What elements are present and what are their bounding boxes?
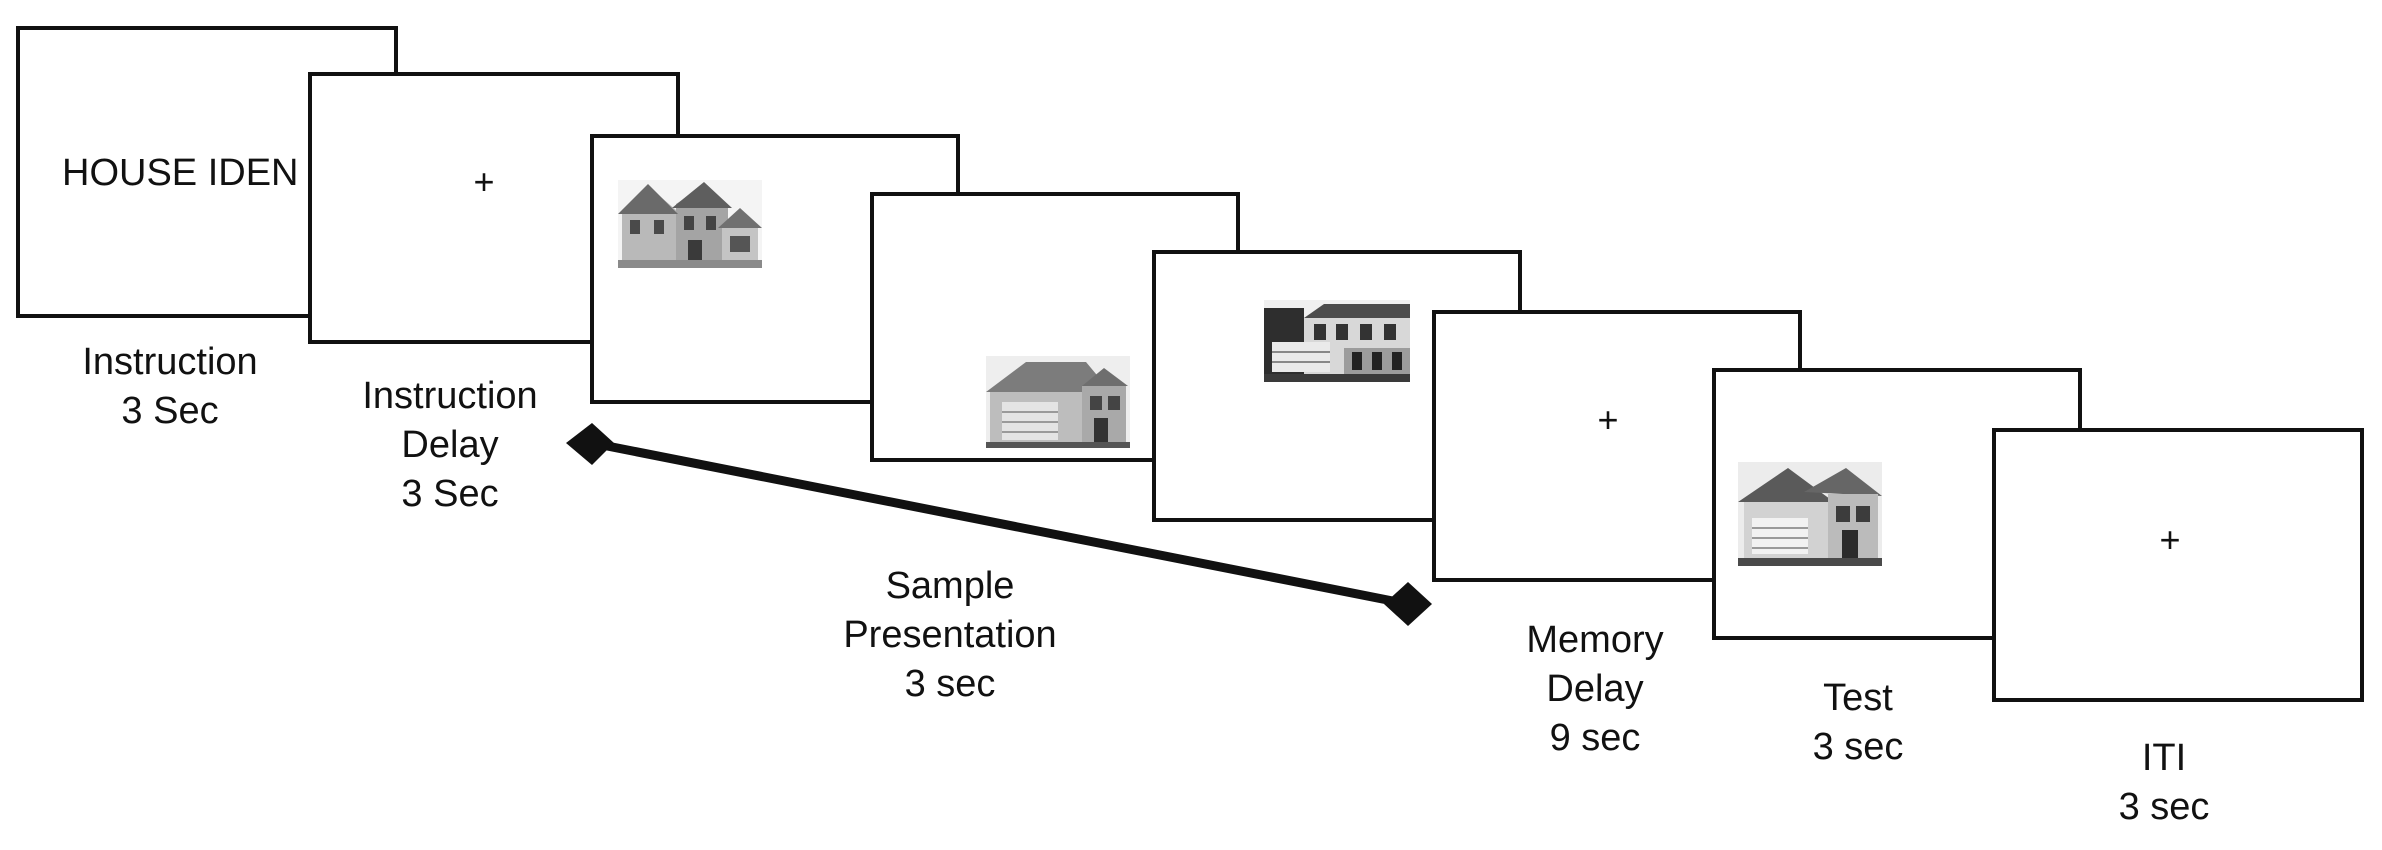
caption-instruction: Instruction 3 Sec xyxy=(82,341,258,432)
house-image-3 xyxy=(1264,300,1410,382)
house-image-test xyxy=(1738,462,1882,566)
timeline-end-diamond xyxy=(1384,582,1432,626)
caption-sample-presentation: Sample Presentation 3 sec xyxy=(843,565,1057,705)
house-image-1 xyxy=(618,180,762,268)
fixation-cross: + xyxy=(1597,399,1619,440)
iti-frame: + xyxy=(1992,428,2364,702)
fixation-cross: + xyxy=(473,161,495,202)
timeline-start-diamond xyxy=(566,423,614,465)
caption-instruction-delay: Instruction Delay 3 Sec xyxy=(362,375,538,515)
caption-iti: ITI 3 sec xyxy=(2118,737,2210,828)
caption-memory-delay: Memory Delay 9 sec xyxy=(1526,619,1664,759)
house-image-2 xyxy=(986,356,1130,448)
fixation-cross: + xyxy=(2159,519,2181,560)
instruction-text: HOUSE IDEN xyxy=(62,152,299,194)
caption-test: Test 3 sec xyxy=(1812,677,1904,768)
